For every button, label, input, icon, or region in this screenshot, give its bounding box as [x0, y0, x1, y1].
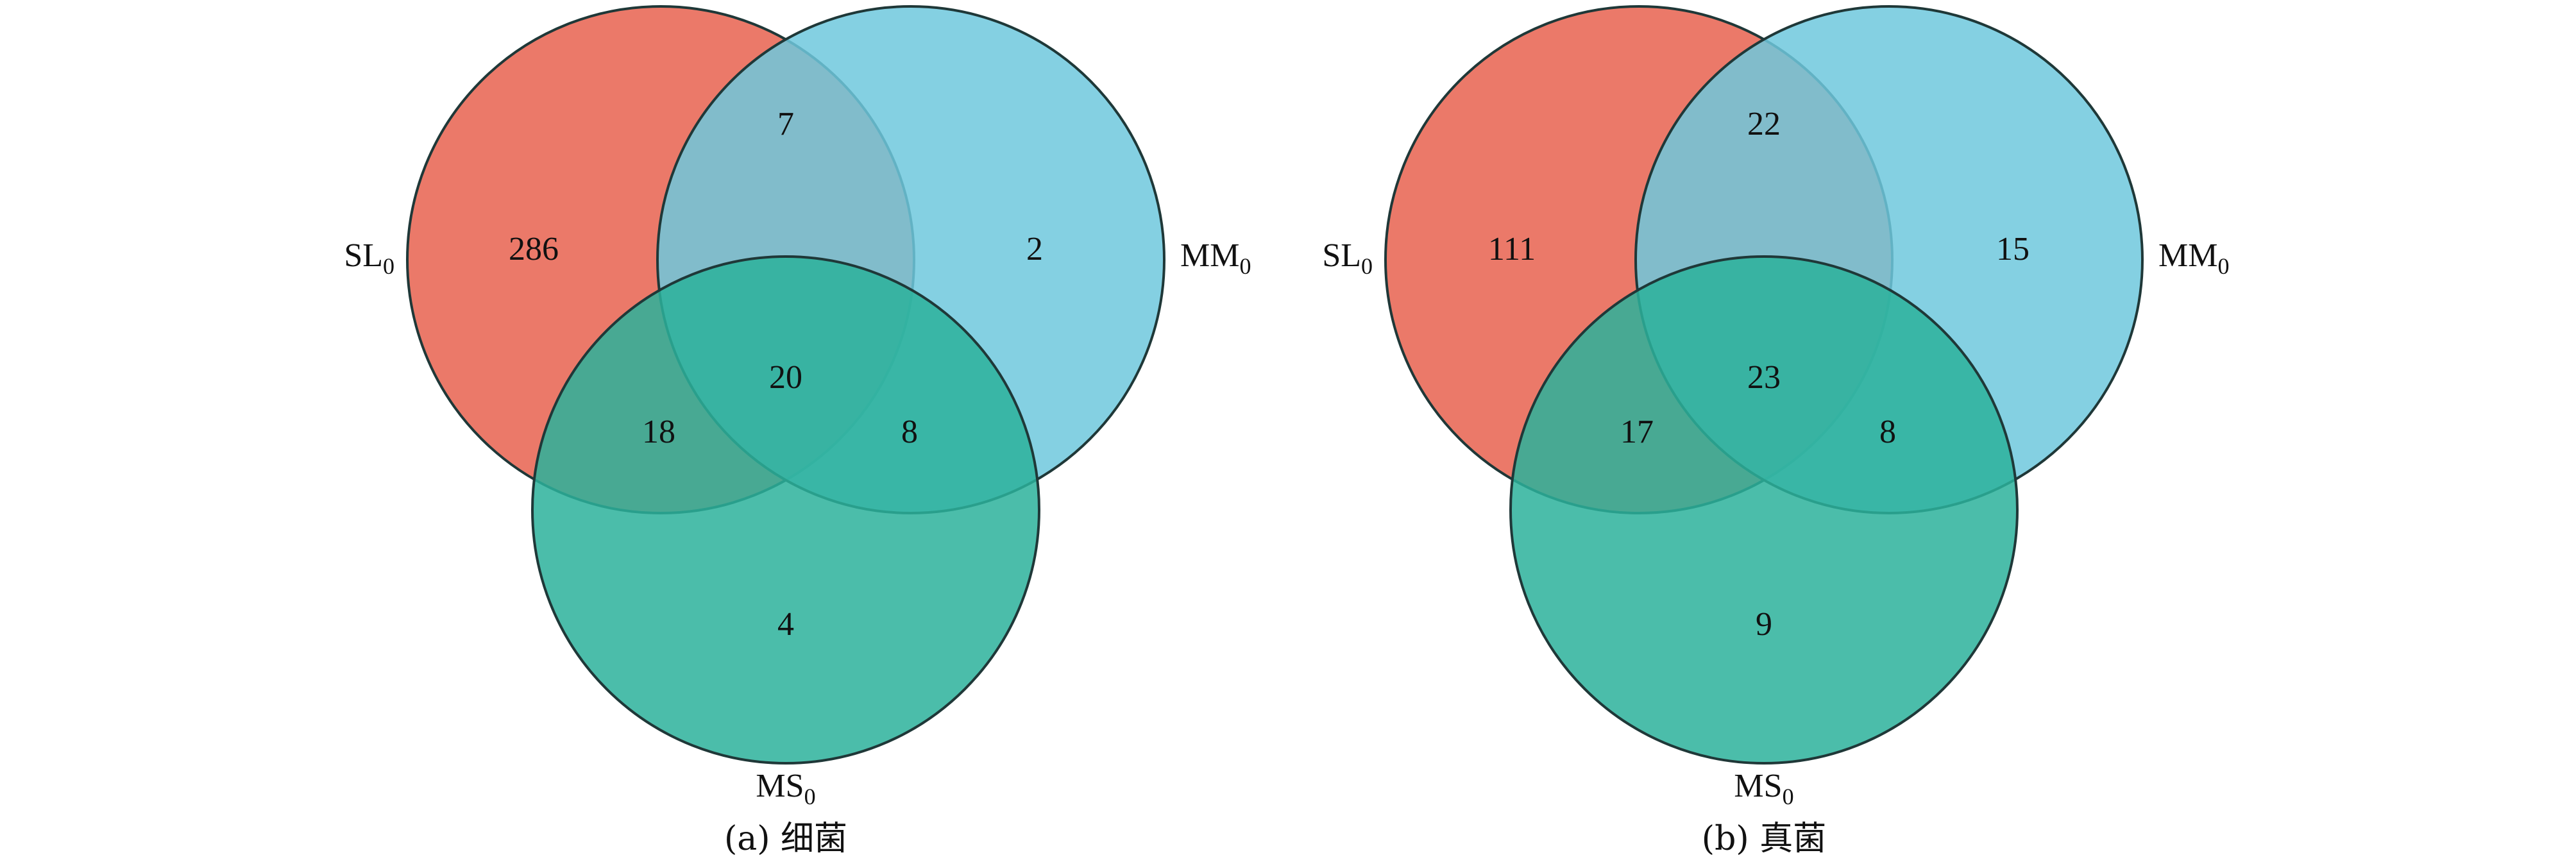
count-sl-ms: 17 — [1620, 414, 1654, 450]
panel-caption-b: (b) 真菌 — [1702, 820, 1826, 858]
circle-ms0 — [1509, 255, 2019, 765]
label-sl0: SL0 — [344, 237, 394, 279]
count-ms-only: 9 — [1756, 606, 1772, 643]
count-sl-mm: 22 — [1747, 106, 1781, 142]
count-sl-ms: 18 — [642, 414, 675, 450]
count-mm-ms: 8 — [1879, 414, 1896, 450]
panel-caption-a: (a) 细菌 — [724, 820, 847, 858]
count-all: 20 — [769, 359, 802, 396]
count-mm-only: 15 — [1996, 231, 2029, 267]
count-mm-only: 2 — [1026, 231, 1043, 267]
count-sl-mm: 7 — [777, 106, 794, 142]
label-sl0: SL0 — [1322, 237, 1373, 279]
label-mm0: MM0 — [1180, 237, 1251, 279]
count-all: 23 — [1747, 359, 1781, 396]
count-sl-only: 111 — [1488, 231, 1536, 267]
circle-ms0 — [531, 255, 1040, 765]
label-mm0: MM0 — [2158, 237, 2229, 279]
label-ms0: MS0 — [756, 768, 815, 809]
count-mm-ms: 8 — [901, 414, 918, 450]
venn-panel-b: 111 15 9 22 17 8 23 SL0 MM0 MS0 (b) 真菌 — [1322, 5, 2229, 858]
label-ms0: MS0 — [1734, 768, 1793, 809]
venn-panel-a: 286 2 4 7 18 8 20 SL0 MM0 MS0 (a) 细菌 — [344, 5, 1251, 858]
count-ms-only: 4 — [777, 606, 794, 643]
count-sl-only: 286 — [509, 231, 559, 267]
